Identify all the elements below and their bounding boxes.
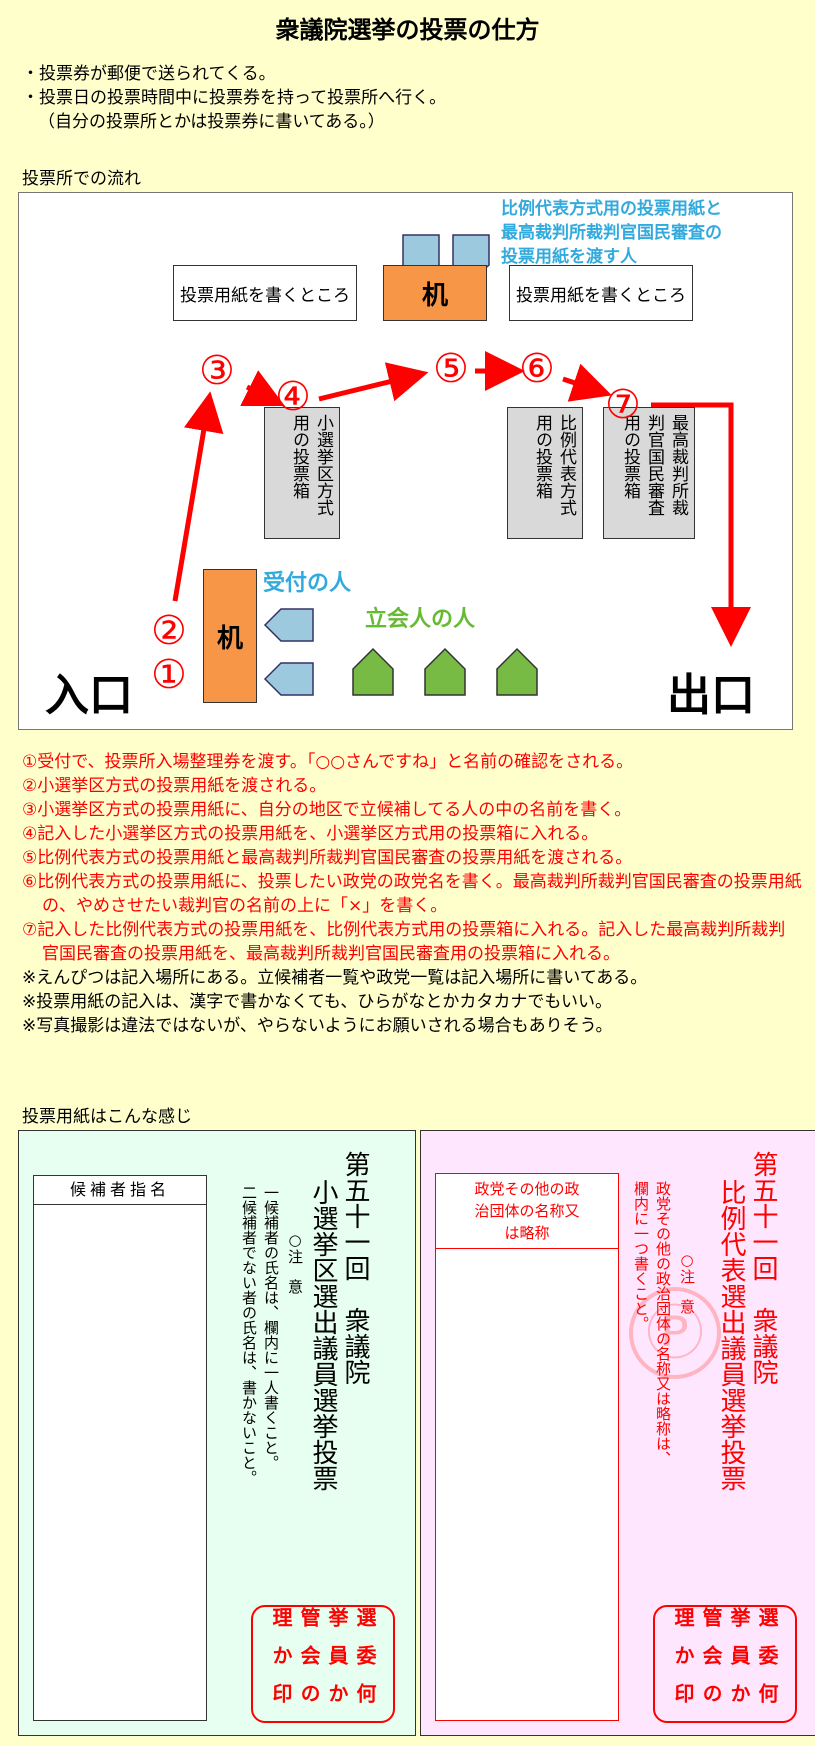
step-number: ④: [275, 374, 311, 420]
step-number: ③: [199, 348, 235, 394]
ballot-title-1: 第五十一回 衆議院: [340, 1151, 370, 1385]
intro-line: （自分の投票所とかは投票券に書いてある。）: [38, 112, 385, 132]
flow-diagram: 比例代表方式用の投票用紙と 最高裁判所裁判官国民審査の 投票用紙を渡す人 投票用…: [18, 192, 793, 730]
step-number: ⑤: [433, 346, 469, 392]
flow-heading: 投票所での流れ: [22, 169, 141, 189]
desk-top: 机: [383, 265, 487, 321]
ballot-single-seat: 候補者指名 第五十一回 衆議院 小選挙区選出議員選挙投票 ○注 意 一候補者の氏…: [18, 1130, 416, 1736]
ballot-box-single-seat: 小選挙区方式用の投票箱: [264, 407, 340, 539]
step-item: ②小選挙区方式の投票用紙を渡される。: [22, 776, 327, 796]
pr-watermark-icon: Ⓟ: [629, 1287, 721, 1379]
flow-arrow: [240, 370, 285, 406]
ballot-title-2: 比例代表選出議員選挙投票: [716, 1179, 746, 1491]
distributor-label-line: 最高裁判所裁判官国民審査の: [501, 223, 722, 243]
party-field: 政党その他の政治団体の名称又は略称: [435, 1173, 619, 1721]
stamp-line: 選挙管理: [269, 1607, 377, 1627]
step-item: ③小選挙区方式の投票用紙に、自分の地区で立候補してる人の中の名前を書く。: [22, 800, 632, 820]
flow-arrow: [562, 363, 612, 402]
reception-label: 受付の人: [263, 571, 352, 596]
stamp-line: 委員会か: [671, 1645, 779, 1665]
ballot-note-1: 政党その他の政治団体の名称又は略称は、: [654, 1181, 672, 1466]
ballot-note-2: 欄内に一つ書くこと。: [632, 1181, 650, 1331]
ballot-proportional: 政党その他の政治団体の名称又は略称 Ⓟ 第五十一回 衆議院 比例代表選出議員選挙…: [420, 1130, 815, 1736]
distributor-label-line: 投票用紙を渡す人: [501, 247, 637, 267]
reception-shape: [263, 608, 314, 642]
election-stamp: 選挙管理 委員会か 何かの印: [251, 1605, 395, 1723]
step-list: ①受付で、投票所入場整理券を渡す。「○○さんですね」と名前の確認をされる。 ②小…: [22, 750, 802, 1038]
step-item: ①受付で、投票所入場整理券を渡す。「○○さんですね」と名前の確認をされる。: [22, 752, 634, 772]
flow-arrow: [172, 391, 224, 602]
desk-reception: 机: [203, 569, 257, 703]
entrance-label: 入口: [45, 670, 133, 721]
step-number: ⑥: [519, 346, 555, 392]
ballot-note-head: ○注 意: [678, 1251, 696, 1314]
page-title: 衆議院選挙の投票の仕方: [275, 16, 540, 44]
witness-label: 立会人の人: [365, 607, 476, 632]
step-number: ⑦: [605, 382, 641, 428]
intro-line: ・投票券が郵便で送られてくる。: [22, 64, 276, 84]
step-number: ①: [151, 652, 187, 698]
witness-shape: [424, 647, 466, 696]
intro-line: ・投票日の投票時間中に投票券を持って投票所へ行く。: [22, 88, 447, 108]
witness-shape: [352, 647, 394, 696]
stamp-line: 何かの印: [671, 1683, 779, 1703]
ballot-note-2: 二候補者でない者の氏名は、書かないこと。: [240, 1185, 258, 1485]
stamp-line: 何かの印: [269, 1683, 377, 1703]
note-item: ※投票用紙の記入は、漢字で書かなくても、ひらがなとかカタカナでもいい。: [22, 992, 613, 1012]
reception-shape: [263, 662, 314, 696]
witness-shape: [496, 647, 538, 696]
distributor-label-line: 比例代表方式用の投票用紙と: [501, 199, 722, 219]
ballot-note-head: ○注 意: [286, 1231, 304, 1294]
ballot-heading: 投票用紙はこんな感じ: [22, 1107, 192, 1127]
distributor-label: 比例代表方式用の投票用紙と 最高裁判所裁判官国民審査の 投票用紙を渡す人: [501, 197, 722, 269]
step-item: ⑦記入した比例代表方式の投票用紙を、比例代表方式用の投票箱に入れる。記入した最高…: [22, 920, 786, 964]
election-stamp: 選挙管理 委員会か 何かの印: [653, 1605, 797, 1723]
writing-place-right: 投票用紙を書くところ: [509, 265, 693, 321]
ballot-note-1: 一候補者の氏名は、欄内に一人書くこと。: [262, 1185, 280, 1470]
ballot-title-2: 小選挙区選出議員選挙投票: [308, 1179, 338, 1491]
step-number: ②: [151, 608, 187, 654]
step-item: ⑤比例代表方式の投票用紙と最高裁判所裁判官国民審査の投票用紙を渡される。: [22, 848, 633, 868]
step-item: ④記入した小選挙区方式の投票用紙を、小選挙区方式用の投票箱に入れる。: [22, 824, 599, 844]
exit-label: 出口: [667, 670, 755, 721]
ballot-box-proportional: 比例代表方式用の投票箱: [507, 407, 583, 539]
ballot-title-1: 第五十一回 衆議院: [748, 1151, 778, 1385]
note-item: ※写真撮影は違法ではないが、やらないようにお願いされる場合もありそう。: [22, 1016, 613, 1036]
intro-list: ・投票券が郵便で送られてくる。 ・投票日の投票時間中に投票券を持って投票所へ行く…: [22, 62, 446, 134]
stamp-line: 委員会か: [269, 1645, 377, 1665]
flow-arrow: [651, 402, 751, 647]
stamp-line: 選挙管理: [671, 1607, 779, 1627]
flow-shapes: [172, 234, 751, 696]
candidate-field-header: 候補者指名: [34, 1176, 206, 1205]
writing-place-left: 投票用紙を書くところ: [173, 265, 357, 321]
party-field-header: 政党その他の政治団体の名称又は略称: [436, 1174, 618, 1249]
note-item: ※えんぴつは記入場所にある。立候補者一覧や政党一覧は記入場所に書いてある。: [22, 968, 648, 988]
flow-arrow: [318, 362, 429, 402]
ballot-box-court-review: 最高裁判所裁判官国民審査用の投票箱: [603, 407, 695, 539]
step-item: ⑥比例代表方式の投票用紙に、投票したい政党の政党名を書く。最高裁判所裁判官国民審…: [22, 872, 802, 916]
candidate-field: 候補者指名: [33, 1175, 207, 1721]
